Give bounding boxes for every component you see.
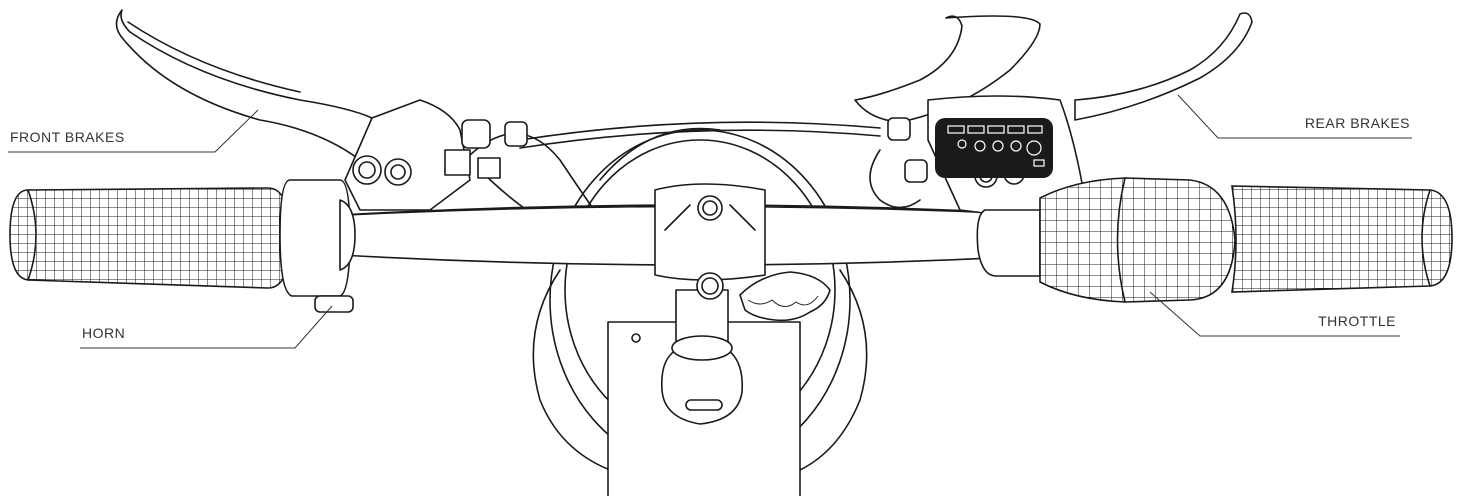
gear-wheel: [739, 271, 831, 322]
front-brake-housing: [344, 99, 528, 211]
rear-brakes-label: REAR BRAKES: [1305, 115, 1410, 131]
throttle-leader: [1149, 291, 1400, 337]
horn-button: [314, 295, 354, 313]
right-grip: [1231, 185, 1453, 293]
throttle-grip: [1039, 177, 1236, 303]
front-brakes-label: FRONT BRAKES: [10, 129, 125, 145]
horn-label: HORN: [82, 325, 125, 341]
rear-brake-lever: [854, 12, 1253, 123]
left-collar: [279, 179, 356, 297]
rear-brakes-leader: [1177, 94, 1412, 139]
left-grip: [9, 187, 291, 289]
stem-column: [660, 289, 744, 425]
front-brake-lever: [115, 9, 373, 161]
throttle-label: THROTTLE: [1318, 313, 1396, 329]
front-brakes-leader: [8, 109, 259, 153]
right-collar: [976, 209, 1041, 277]
stem-clamp: [654, 183, 766, 300]
battery-display: [935, 118, 1053, 178]
horn-leader: [80, 305, 333, 349]
